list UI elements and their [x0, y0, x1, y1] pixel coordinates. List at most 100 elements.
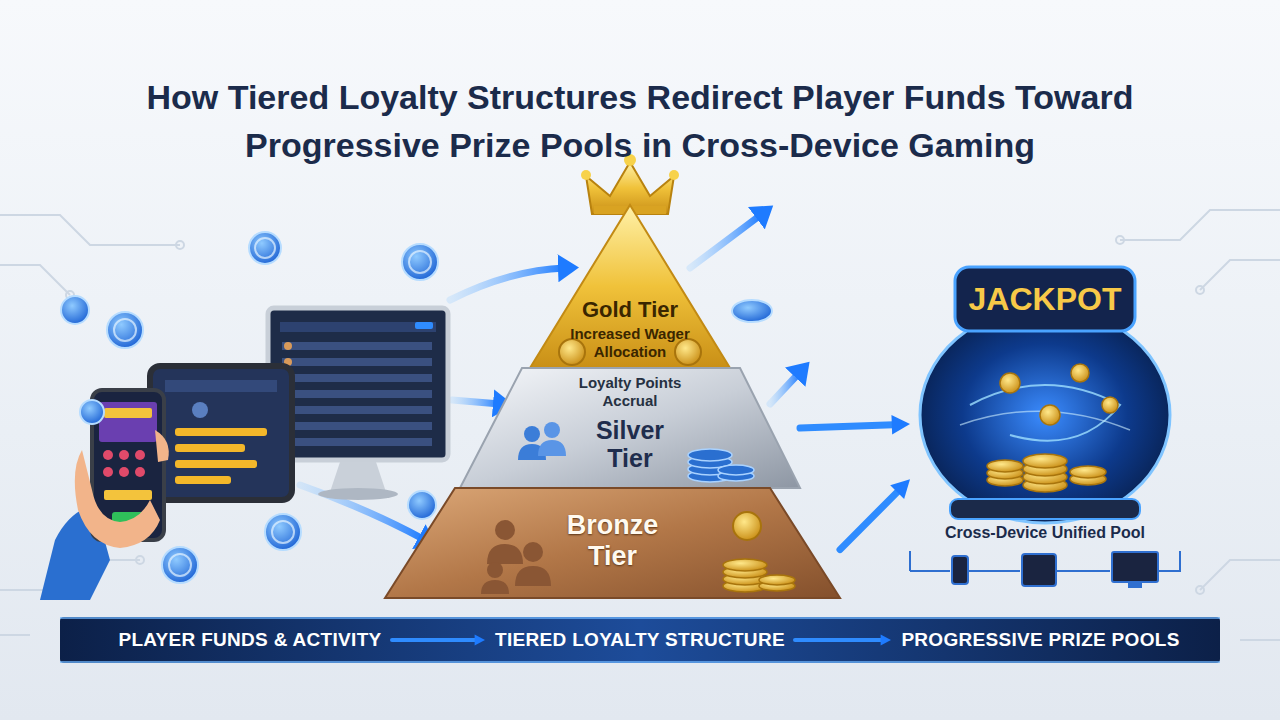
jackpot-jar-outline-part [950, 499, 1140, 519]
floating-coins-part [249, 232, 281, 264]
monitor-illustration-part-part [284, 342, 292, 350]
jackpot-label: JACKPOT [910, 280, 1180, 318]
tier-triangle-outline-part [530, 205, 730, 368]
tier-band-outline-part [688, 449, 754, 482]
phone-illustration-part-part [135, 467, 145, 477]
text-slot: Cross-Device Unified Pool [910, 523, 1180, 543]
flow-arrows-part [770, 372, 800, 404]
jackpot-jar-outline-part [952, 556, 968, 584]
stage-label: PROGRESSIVE PRIZE POOLS [891, 618, 1190, 662]
connector-line [800, 425, 894, 428]
connector-line [795, 638, 882, 642]
jackpot-jar-outline-part-part [909, 551, 911, 571]
flow-arrows-part [450, 268, 565, 300]
bottom-band-part [60, 661, 1220, 663]
tablet-illustration-part-part [175, 428, 267, 436]
flow-connector [840, 479, 910, 549]
circuit-lines-part [1196, 286, 1204, 294]
jackpot-jar: JACKPOT Cross-Device Unified Pool [910, 255, 1180, 600]
floating-coins-part [162, 547, 198, 583]
stage-label: TIERED LOYALTY STRUCTURE [485, 618, 795, 662]
jackpot-jar-outline-part [1022, 554, 1056, 586]
phone-illustration-part-part [135, 450, 145, 460]
text-slot: Bronze Tier [385, 510, 840, 572]
tier-triangle-outline-part [675, 339, 701, 365]
floating-coins-part [255, 238, 275, 258]
crown-illustration-part [669, 170, 679, 180]
flow-arrows-part [300, 485, 425, 540]
circuit-lines-part [0, 215, 180, 245]
jackpot-jar-outline-part-part [968, 570, 1020, 572]
pool-label: Cross-Device Unified Pool [910, 523, 1180, 543]
phone-illustration-part [104, 408, 152, 418]
tablet-illustration-part [192, 402, 208, 418]
phone-illustration-part-part [119, 467, 129, 477]
floating-coins-part [732, 300, 772, 322]
floating-coins-part [402, 244, 438, 280]
tier-note: Increased Wager Allocation [550, 325, 710, 361]
tier-band-outline-part-part [718, 465, 754, 475]
tablet-illustration-part [165, 380, 277, 392]
tier-band-outline-part-part [723, 559, 767, 571]
jackpot-jar-outline-part-part [1056, 570, 1110, 572]
floating-coins-part [272, 521, 294, 543]
tier-triangle-outline-part [559, 339, 585, 365]
jackpot-jar-outline-part-part [1070, 466, 1106, 478]
phone-illustration-part [99, 402, 157, 442]
text-slot: Loyalty Points Accrual [460, 374, 800, 410]
floating-coins-part [107, 312, 143, 348]
jackpot-jar-outline-part [1128, 582, 1142, 588]
circuit-lines-part [1240, 639, 1280, 641]
tier-band-outline-part-part [487, 544, 523, 564]
tier-band-outline-part [481, 520, 551, 594]
flow-arrows-part [452, 400, 500, 404]
tier-band-outline-part [733, 512, 761, 540]
monitor-illustration-part-part [282, 438, 432, 446]
jackpot-jar-outline-part-part [910, 570, 950, 572]
tablet-illustration-part-part [175, 476, 231, 484]
floating-coins-part [408, 491, 436, 519]
jackpot-jar-outline-part [1112, 552, 1158, 582]
circuit-lines-part [0, 265, 70, 295]
crown-illustration-part [581, 170, 591, 180]
flow-connector [392, 634, 485, 645]
monitor-illustration-part [415, 322, 433, 329]
circuit-lines-part [176, 241, 184, 249]
tier-band-outline-part-part [515, 566, 551, 586]
tier-band-outline-part-part [688, 449, 732, 461]
stage-label: PLAYER FUNDS & ACTIVITY [108, 618, 392, 662]
tier-band-outline-part [723, 559, 795, 592]
monitor-illustration-part [280, 322, 436, 332]
jackpot-jar-outline-part-part [1000, 373, 1020, 393]
floating-coins-part [61, 296, 89, 324]
monitor-illustration-part [330, 462, 386, 492]
tier-band-outline-part-part [495, 520, 515, 540]
flow-connector [800, 415, 910, 435]
jackpot-jar-outline-part [970, 385, 1120, 441]
stage-label: TIERED LOYALTY STRUCTURE [495, 629, 785, 651]
flow-connector [795, 634, 891, 645]
arrow-head [891, 415, 910, 435]
phone-illustration-part-part [119, 450, 129, 460]
tier-band-outline-part-part [481, 580, 509, 594]
tablet-illustration-part-part [175, 460, 257, 468]
monitor-illustration-part [282, 342, 432, 446]
tier-name: Bronze Tier [553, 510, 673, 572]
circuit-lines-part [1196, 586, 1204, 594]
monitor-illustration-part-part [282, 358, 432, 366]
stage-label: PROGRESSIVE PRIZE POOLS [901, 629, 1179, 651]
connector-line [392, 638, 476, 642]
circuit-lines-part [1200, 560, 1280, 590]
phone-illustration-part [104, 490, 152, 500]
phone-illustration-part-part [103, 450, 113, 460]
tablet-illustration [150, 366, 292, 500]
phone-illustration-part [155, 430, 169, 462]
tier-name: Silver Tier [575, 416, 685, 472]
text-slot: Silver Tier [460, 416, 800, 472]
tier-band-outline-part [524, 426, 540, 442]
floating-coins-part [80, 400, 104, 424]
phone-illustration [40, 390, 169, 600]
jackpot-jar-outline-part [987, 364, 1118, 492]
tier-note: Loyalty Points Accrual [555, 374, 705, 410]
circuit-lines-part [1120, 210, 1280, 240]
